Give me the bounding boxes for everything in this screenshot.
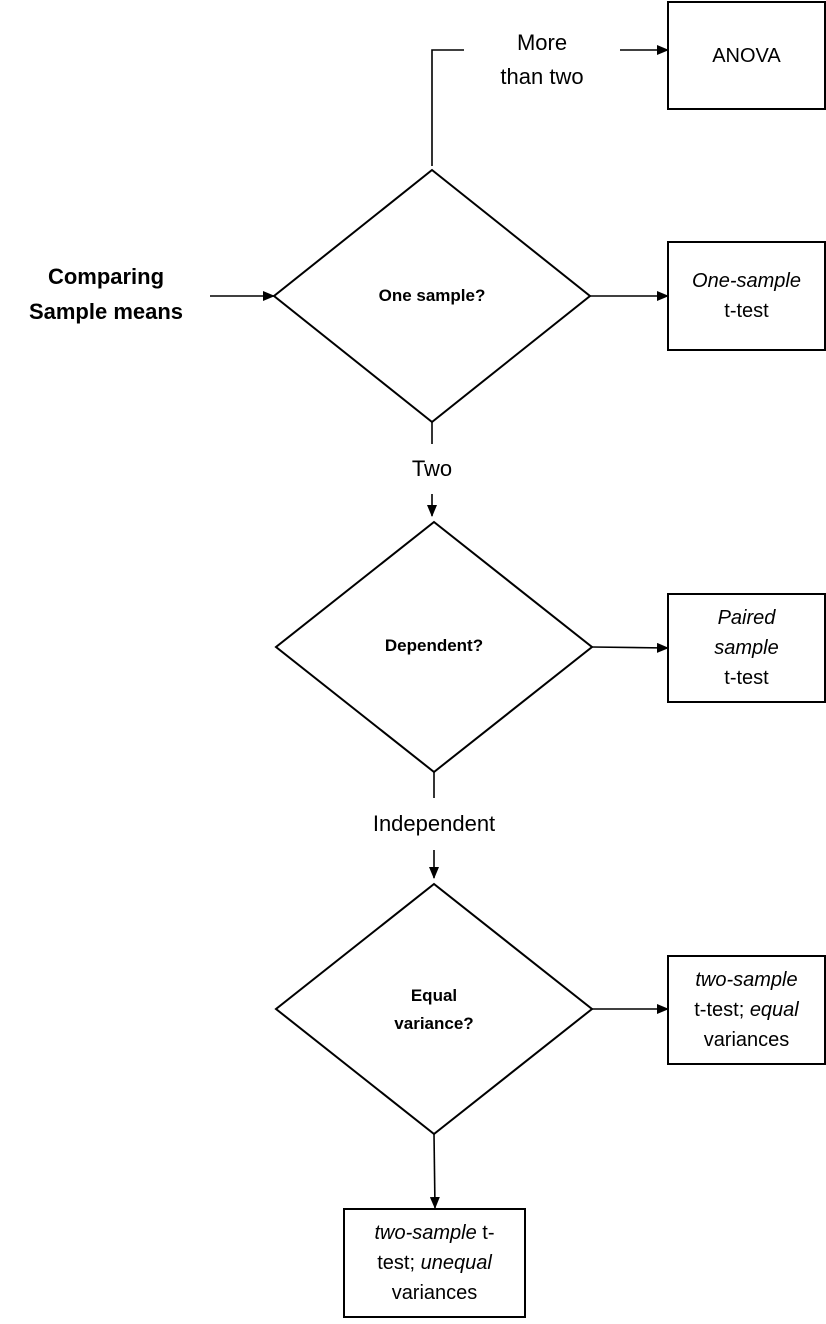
outcome-paired-line3: t-test (724, 667, 769, 689)
outcome-unequal-line1a: two-sample (374, 1222, 477, 1244)
outcome-unequal-line1b: t- (476, 1222, 495, 1244)
arrow-to-paired-ttest (591, 642, 669, 653)
outcome-equal-line2b: equal (749, 999, 799, 1021)
start-label: Comparing Sample means (0, 262, 212, 327)
outcome-box-equal-variances-ttest: two-sample t-test; equal variances (667, 955, 826, 1065)
start-label-line1: Comparing (47, 264, 165, 289)
outcome-unequal-line2a: test; (377, 1252, 421, 1274)
outcome-equal-line2a: t-test; (694, 999, 750, 1021)
decision-label-dependent: Dependent? (384, 636, 484, 655)
decision-label-equal-variance: Equal variance? (334, 982, 534, 1038)
edge-label-two: Two (411, 456, 453, 481)
decision-label-equal-variance-line1: Equal (410, 986, 458, 1005)
outcome-unequal-line2b: unequal (420, 1252, 492, 1274)
decision-label-one-sample: One sample? (378, 286, 486, 305)
outcome-one-sample-rest: t-test (724, 300, 769, 322)
edge-label-more-than-two-line2: than two (500, 64, 584, 89)
outcome-equal-line3: variances (703, 1029, 790, 1051)
outcome-box-anova: ANOVA (667, 1, 826, 110)
decision-label-equal-variance-line2: variance? (394, 1014, 474, 1033)
outcome-paired-line2: sample (714, 637, 779, 659)
outcome-box-one-sample-ttest: One-sample t-test (667, 241, 826, 351)
outcome-box-unequal-variances-ttest: two-sample t- test; unequal variances (343, 1208, 526, 1318)
outcome-anova-label: ANOVA (712, 44, 781, 67)
start-label-line2: Sample means (28, 299, 184, 324)
edge-label-independent: Independent (372, 811, 496, 836)
outcome-equal-line1: two-sample (695, 969, 798, 991)
outcome-paired-line1: Paired (717, 607, 776, 629)
connector-more-than-two-up (431, 49, 464, 166)
edge-label-more-than-two-line1: More (516, 30, 568, 55)
outcome-box-paired-ttest: Paired sample t-test (667, 593, 826, 703)
arrow-to-unequal-variances-ttest (429, 1133, 440, 1209)
edge-label-more-than-two: More than two (472, 26, 612, 94)
outcome-one-sample-italic: One-sample (692, 270, 801, 292)
outcome-unequal-line3: variances (391, 1282, 478, 1304)
